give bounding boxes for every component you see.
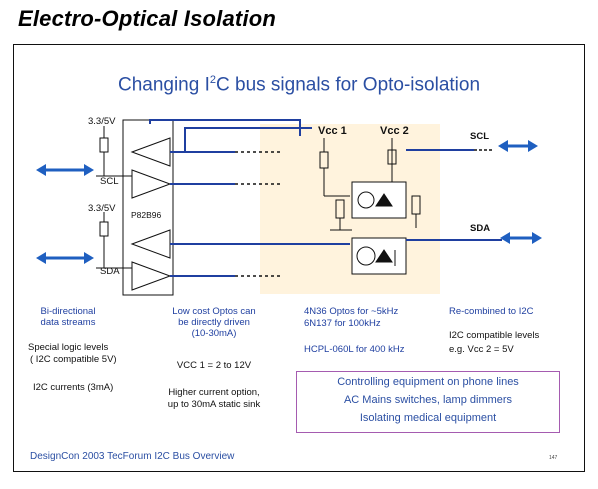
vcc1-label: Vcc 1	[318, 125, 347, 137]
col1-line1: Special logic levels	[28, 342, 109, 353]
applications-box: Controlling equipment on phone lines AC …	[296, 371, 560, 433]
right-wiring	[406, 149, 502, 241]
p82b96-chip	[122, 119, 174, 296]
sda-left-label: SDA	[100, 266, 120, 277]
col3-line3: HCPL-060L for 400 kHz	[304, 344, 405, 355]
left-sda-arrow	[36, 252, 94, 264]
scl-left-label: SCL	[100, 176, 119, 187]
page-number: 147	[549, 455, 558, 461]
supply-label-top: 3.3/5V	[88, 116, 116, 127]
supply-label-bottom: 3.3/5V	[88, 203, 116, 214]
slide-title: Changing I2C bus signals for Opto-isolat…	[117, 74, 481, 96]
scl-right-label: SCL	[470, 131, 489, 142]
page-title: Electro-Optical Isolation	[18, 6, 277, 31]
right-scl-arrow	[498, 140, 538, 152]
vcc2-label: Vcc 2	[380, 125, 409, 137]
chip-label: P82B96	[131, 210, 162, 220]
footer-text: DesignCon 2003 TecForum I2C Bus Overview	[30, 451, 235, 462]
dashed-links	[235, 151, 282, 277]
col4-line1: I2C compatible levels	[449, 330, 540, 341]
application-item: Isolating medical equipment	[359, 412, 497, 424]
opto-highlight	[260, 124, 440, 294]
sda-right-label: SDA	[470, 223, 491, 234]
col3-line2: 6N137 for 100kHz	[304, 318, 381, 329]
vcc-rails	[319, 138, 421, 231]
opto-couplers	[351, 181, 407, 275]
chip-wiring	[149, 119, 312, 277]
col1-line3: I2C currents (3mA)	[33, 382, 114, 393]
left-scl-arrow	[36, 164, 94, 176]
application-item: AC Mains switches, lamp dimmers	[343, 394, 513, 406]
col4-line2: e.g. Vcc 2 = 5V	[449, 344, 514, 355]
col3-line1: 4N36 Optos for ~5kHz	[304, 306, 399, 317]
col2-vcc-line: VCC 1 = 2 to 12V	[176, 360, 252, 371]
col2-line-b: up to 30mA static sink	[167, 399, 261, 410]
col2-line-a: Higher current option,	[168, 387, 260, 398]
col1-line2: ( I2C compatible 5V)	[30, 354, 117, 365]
right-sda-arrow	[500, 232, 542, 244]
buffers	[130, 137, 172, 291]
col4-heading: Re-combined to I2C	[449, 306, 534, 317]
left-pullups	[96, 126, 132, 269]
application-item: Controlling equipment on phone lines	[337, 376, 519, 388]
